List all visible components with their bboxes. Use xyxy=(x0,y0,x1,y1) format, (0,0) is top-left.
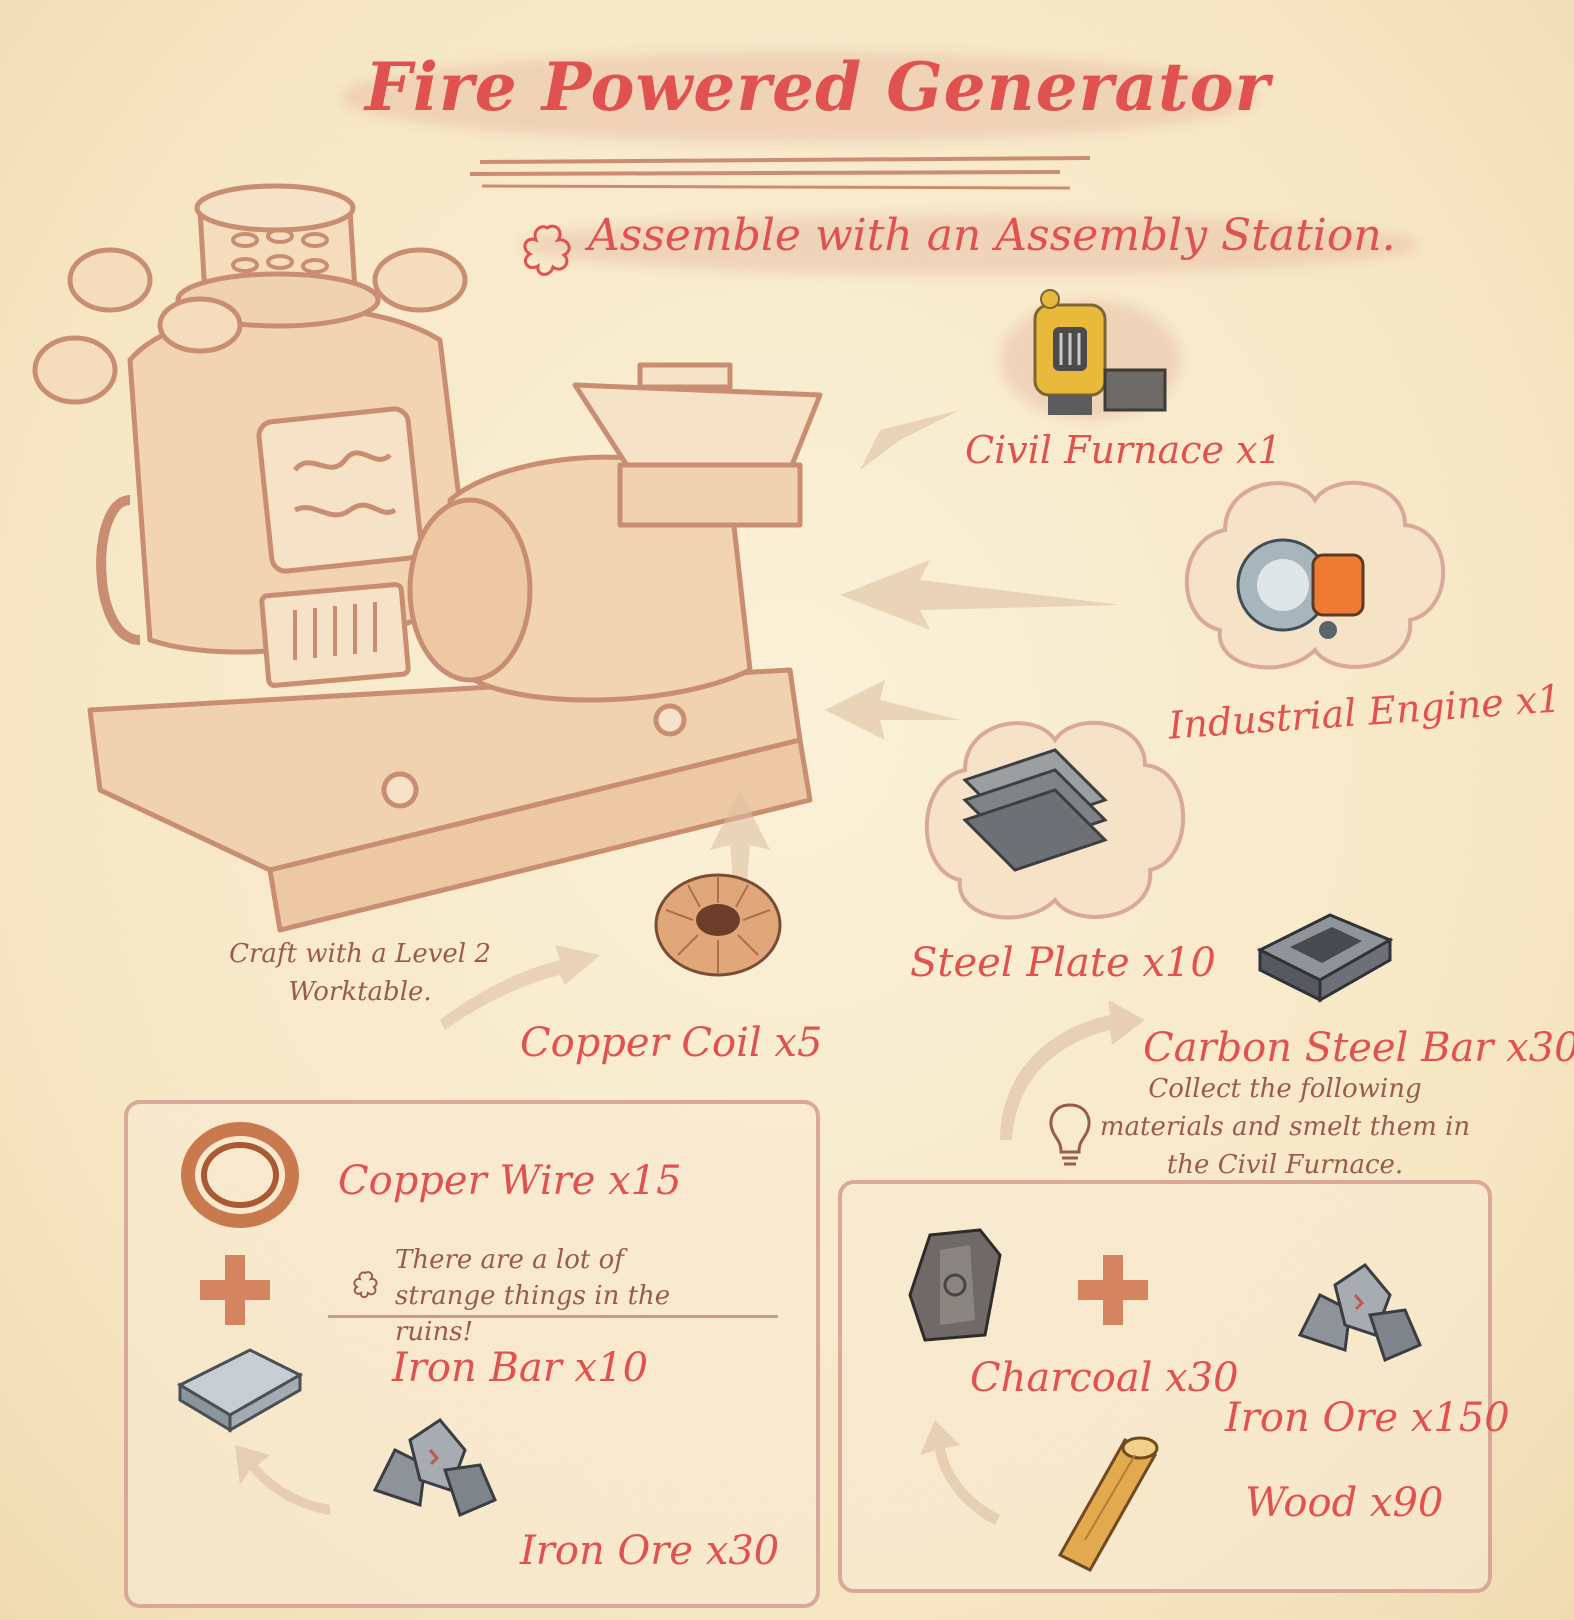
lightbulb-icon xyxy=(1049,1103,1091,1166)
wood-label: Wood x90 xyxy=(1245,1480,1444,1526)
title-underline xyxy=(469,156,1091,190)
copper-coil-label: Copper Coil x5 xyxy=(520,1020,823,1066)
ruins-note: There are a lot of strange things in the… xyxy=(395,1245,671,1347)
iron-ore-label: Iron Ore x150 xyxy=(1225,1395,1510,1441)
copper-wire-label: Copper Wire x15 xyxy=(338,1158,682,1204)
assembly-station-note: Assemble with an Assembly Station. xyxy=(588,210,1396,261)
flower-icon xyxy=(353,1271,378,1299)
plus-icon xyxy=(200,1255,270,1325)
industrial-engine-icon xyxy=(1236,538,1365,639)
steel-plate-icon xyxy=(962,748,1108,872)
arrow-icon xyxy=(1000,1000,1145,1140)
carbon-steel-bar-label: Carbon Steel Bar x30 xyxy=(1143,1025,1574,1071)
arrow-icon xyxy=(235,1445,330,1515)
civil-furnace-icon xyxy=(1033,289,1167,415)
copper-wire-icon xyxy=(181,1122,299,1228)
iron-ore-label: Iron Ore x30 xyxy=(520,1528,780,1574)
arrow-icon xyxy=(920,1420,1000,1525)
iron-bar-icon xyxy=(176,1348,304,1433)
civil-furnace-label: Civil Furnace x1 xyxy=(965,428,1282,472)
industrial-engine-label: Industrial Engine x1 xyxy=(1166,676,1563,748)
steel-plate-label: Steel Plate x10 xyxy=(910,940,1216,986)
iron-ore-icon xyxy=(1297,1263,1422,1363)
carbon-steel-bar-icon xyxy=(1256,913,1394,1003)
charcoal-label: Charcoal x30 xyxy=(970,1355,1239,1401)
wood-icon xyxy=(1057,1436,1159,1572)
iron-bar-label: Iron Bar x10 xyxy=(392,1345,649,1391)
page-title: Fire Powered Generator xyxy=(365,48,1271,126)
charcoal-icon xyxy=(908,1228,1002,1342)
smelt-note: Collect the following materials and smel… xyxy=(1099,1074,1471,1180)
generator-illustration xyxy=(32,183,823,933)
plus-icon xyxy=(1078,1255,1148,1325)
iron-ore-icon xyxy=(372,1418,497,1518)
copper-coil-icon xyxy=(654,873,782,977)
flower-icon xyxy=(523,224,571,276)
worktable-note: Craft with a Level 2 Worktable. xyxy=(229,939,491,1007)
divider xyxy=(328,1315,778,1318)
flow-arrows xyxy=(825,410,1120,740)
